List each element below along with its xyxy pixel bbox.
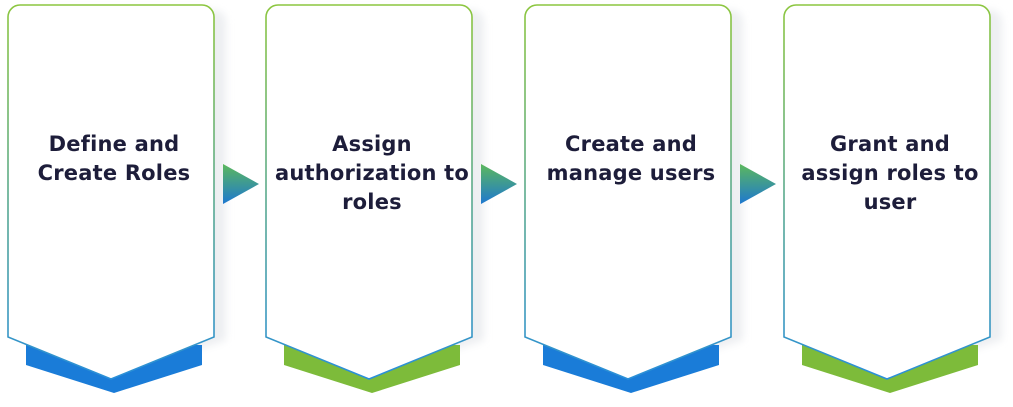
step-3: Create and manage users [517, 0, 749, 407]
step-4-label: Grant and assign roles to user [801, 132, 979, 214]
step-1-label: Define and Create Roles [37, 132, 191, 185]
step-2-label: Assign authorization to roles [274, 132, 470, 214]
step-4: Grant and assign roles to user [776, 0, 1008, 407]
arrow-right-icon [223, 164, 259, 204]
step-1: Define and Create Roles [0, 0, 232, 407]
step-2: Assign authorization to roles [258, 0, 490, 407]
step-4-card-shape [783, 4, 1002, 393]
step-1-card-shape [7, 4, 226, 393]
arrow-right-icon [740, 164, 776, 204]
step-3-label: Create and manage users [546, 132, 716, 185]
arrow-right-icon [481, 164, 517, 204]
step-2-card-shape [265, 4, 484, 393]
step-3-card-shape [524, 4, 743, 393]
